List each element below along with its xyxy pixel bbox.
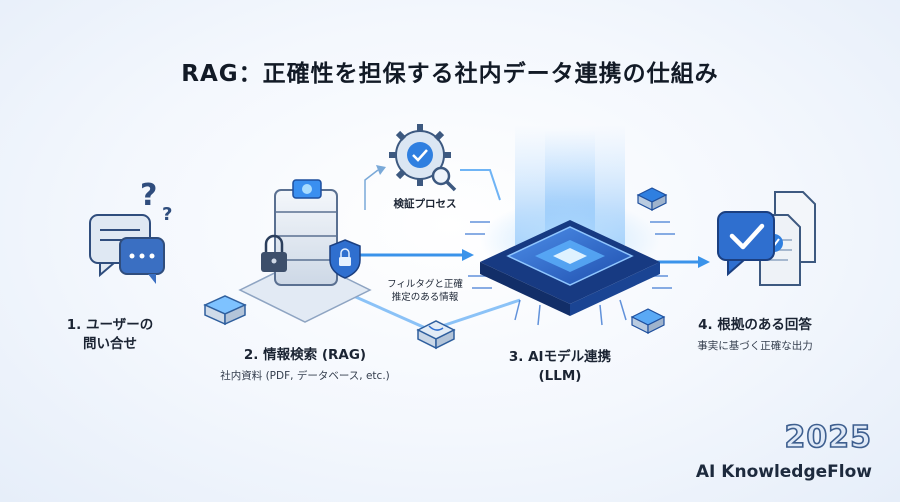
step-3-label: 3. AIモデル連携 (LLM) (480, 348, 640, 386)
filter-note-line-2: 推定のある情報 (391, 292, 459, 303)
shield-icon (329, 239, 361, 279)
step-2-subtitle: 社内資料 (PDF, データベース, etc.) (220, 370, 390, 382)
lock-icon (261, 234, 287, 272)
step-1-line-2: 問い合せ (83, 336, 137, 352)
data-cube-icon-3 (630, 308, 666, 334)
page-title: RAG：正確性を担保する社内データ連携の仕組み (181, 61, 719, 87)
step-1-label: 1. ユーザーの 問い合せ (50, 316, 170, 354)
step-2-label: 2. 情報検索 (RAG) 社内資料 (PDF, データベース, etc.) (195, 346, 415, 383)
verification-label: 検証プロセス (393, 198, 457, 210)
step-4-label: 4. 根拠のある回答 事実に基づく正確な出力 (670, 316, 840, 353)
data-cube-icon-2 (636, 187, 668, 211)
step-1-line-1: 1. ユーザーの (66, 317, 154, 333)
data-cube-icon (203, 295, 247, 326)
step-4-subtitle: 事実に基づく正確な出力 (697, 340, 813, 352)
svg-text:?: ? (162, 204, 172, 225)
filter-note: フィルタグと正確 推定のある情報 (370, 278, 480, 304)
svg-text:?: ? (140, 178, 157, 213)
ai-chip-icon (465, 220, 675, 326)
verification-gear-icon (389, 124, 457, 192)
question-bubbles-icon: ? ? (89, 178, 172, 284)
step-3-line-2: (LLM) (538, 368, 582, 384)
step-3-line-1: 3. AIモデル連携 (508, 349, 612, 365)
verified-document-icon (717, 191, 816, 286)
step-4-title: 4. 根拠のある回答 (698, 317, 812, 333)
filter-note-line-1: フィルタグと正確 (387, 279, 463, 290)
brand-name: AI KnowledgeFlow (695, 462, 872, 482)
brand-year: 2025 (784, 419, 872, 456)
filter-node-icon (416, 320, 456, 350)
step-2-title: 2. 情報検索 (RAG) (243, 347, 367, 363)
